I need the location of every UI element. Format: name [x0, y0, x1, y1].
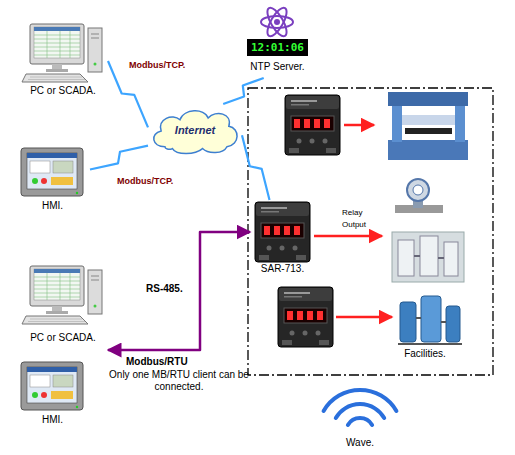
cloud-shape [154, 111, 237, 154]
output-label: Output [342, 220, 366, 230]
hmi-icon [21, 362, 83, 410]
atom-icon [261, 5, 293, 39]
relay-arrow [336, 316, 392, 319]
wave-icon [324, 390, 397, 425]
tank-plant [420, 236, 438, 276]
atom-icon [274, 19, 280, 25]
sar-device: SAR-713. [250, 200, 315, 280]
tank-plant [444, 242, 458, 276]
node-label: HMI. [42, 414, 63, 426]
hmi-panel: HMI. [15, 145, 90, 215]
node-label: HMI. [42, 200, 63, 212]
atom-icon [261, 16, 293, 28]
note: Only one MB/RTU client can be connected. [104, 369, 254, 393]
press-machine [455, 100, 465, 142]
cloud-label: Internet [175, 124, 215, 136]
alarm-recorder-device [285, 95, 340, 155]
tank-facility [421, 296, 441, 342]
alarm-recorder-device [255, 202, 310, 262]
press-machine [388, 140, 468, 160]
tank-plant [414, 256, 444, 258]
flowmeter [395, 179, 443, 213]
node-label: SAR-713. [261, 263, 304, 275]
internet-cloud: Internet [148, 104, 242, 156]
bus-label: RS-485. [146, 283, 183, 295]
flowmeter [407, 179, 429, 201]
wave-icon [336, 404, 384, 418]
protocol-label: Modbus/TCP. [116, 176, 174, 187]
pc-station: PC or SCADA. [18, 22, 108, 100]
relay-arrow [314, 235, 382, 238]
network-link [223, 78, 264, 104]
flowmeter [413, 185, 423, 195]
network-link [242, 135, 270, 200]
alarm-recorder-device [278, 287, 333, 347]
press-machine [392, 100, 402, 142]
tank-plant [398, 240, 414, 276]
rs485-bus [108, 232, 250, 350]
atom-icon [264, 5, 290, 39]
wave-label: Wave. [335, 437, 385, 449]
node-label: PC or SCADA. [30, 332, 96, 344]
tank-facility [398, 296, 462, 344]
tank-facility [398, 318, 462, 344]
node-label: PC or SCADA. [30, 85, 96, 97]
clock-display: 12:01:06 [247, 39, 308, 56]
press-machine [388, 92, 468, 160]
tank-plant [392, 232, 464, 282]
atom-icon [264, 5, 290, 39]
ntp-server: 12:01:06NTP Server. [243, 6, 312, 78]
hmi-icon [21, 148, 83, 196]
hmi-panel: HMI. [15, 358, 90, 436]
tank-facility [446, 306, 460, 342]
tank-plant [392, 232, 464, 282]
dashed-boundary [248, 88, 493, 375]
wave-icon [348, 418, 372, 425]
tank-facility [400, 302, 416, 342]
press-machine [402, 115, 455, 125]
facility: Facilities. [385, 288, 465, 362]
network-link [90, 146, 148, 170]
protocol-label: Modbus/TCP. [128, 60, 186, 71]
node-label: NTP Server. [250, 61, 304, 73]
computer-icon [22, 266, 102, 324]
node-label: Facilities. [404, 348, 446, 360]
relay-arrow [344, 124, 374, 127]
protocol-label: Modbus/RTU [126, 356, 188, 368]
relay-label: Relay [342, 208, 362, 218]
press-machine [388, 92, 468, 106]
pc-station: PC or SCADA. [18, 262, 108, 354]
press-machine [405, 128, 452, 134]
wave-icon [324, 390, 397, 411]
computer-icon [22, 24, 102, 82]
